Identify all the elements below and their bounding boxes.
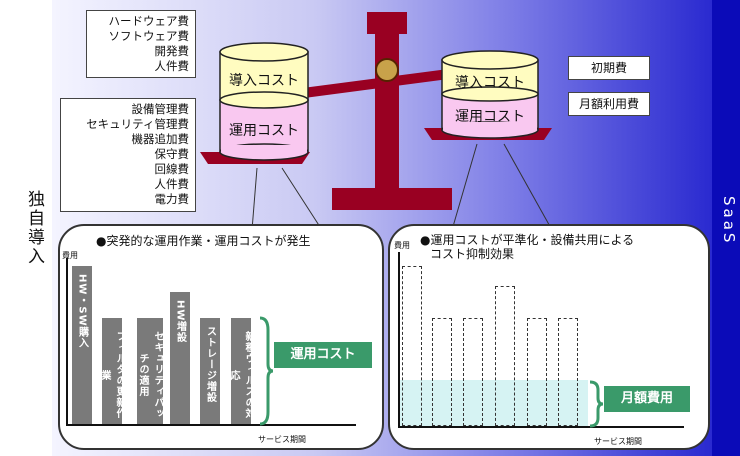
- initial-cost-item: 開発費: [154, 44, 190, 58]
- right-callout-line-b: [503, 143, 553, 231]
- monthly-cost-band: [400, 380, 588, 426]
- left-side-label: 独自導入: [24, 190, 44, 266]
- initial-cost-items-box: ハードウェア費 ソフトウェア費 開発費 人件費: [86, 10, 196, 78]
- right-callout-line-a: [451, 143, 478, 231]
- left-x-axis-label: サービス期間: [258, 435, 306, 444]
- scale-top: [367, 12, 407, 34]
- initial-cost-item: 人件費: [154, 59, 190, 73]
- left-cylinder: [219, 42, 309, 161]
- operating-cost-item: 人件費: [154, 177, 190, 191]
- operating-cost-item: 機器追加費: [131, 132, 190, 146]
- right-y-axis-label: 費用: [394, 241, 410, 250]
- operating-cost-item: 設備管理費: [131, 102, 190, 116]
- operating-cost-item: セキュリティ管理費: [86, 117, 189, 131]
- right-cylinder-bottom-label: 運用コスト: [455, 109, 525, 125]
- initial-cost-item: ソフトウェア費: [108, 29, 190, 43]
- left-bar-filter-update: フィルタの更新作業: [99, 318, 125, 424]
- operating-cost-items-box: 設備管理費 セキュリティ管理費 機器追加費 保守費 回線費 人件費 電力費: [60, 98, 196, 212]
- left-bar-hw-sw: HW・SW購入: [72, 266, 92, 424]
- left-tag-operating-cost: 運用コスト: [274, 342, 372, 368]
- right-side-label: SaaS: [720, 196, 738, 246]
- scale-base: [332, 188, 452, 210]
- left-bar-storage-expand: ストレージ増設: [200, 318, 220, 424]
- right-cylinder: [441, 50, 539, 139]
- right-y-axis: [398, 252, 400, 428]
- left-y-axis-label: 費用: [62, 251, 78, 260]
- scale-pillar: [375, 30, 399, 190]
- left-bar-hw-expand: HW増設: [170, 292, 190, 424]
- right-side-panel: [712, 0, 740, 456]
- left-bar-virus-response: 新種ウィルスの対応: [228, 318, 254, 424]
- right-dashed-bar: [432, 318, 452, 426]
- left-cylinder-bottom-label: 運用コスト: [229, 123, 299, 139]
- left-y-axis: [66, 258, 68, 426]
- initial-cost-item: ハードウェア費: [108, 14, 190, 28]
- right-dashed-bar: [527, 318, 547, 426]
- left-x-axis: [66, 424, 356, 426]
- left-callout-line-b: [281, 167, 323, 231]
- right-panel-title-line1: ●運用コストが平準化・設備共用による: [420, 233, 635, 247]
- operating-cost-item: 回線費: [154, 162, 190, 176]
- right-dashed-bar: [558, 318, 578, 426]
- right-bracket: [589, 380, 604, 428]
- right-x-axis-label: サービス期間: [594, 437, 642, 446]
- left-bracket: [259, 316, 274, 426]
- initial-fee-box: 初期費: [568, 56, 650, 80]
- left-cylinder-top-label: 導入コスト: [229, 73, 299, 89]
- left-bar-security-patch: セキュリティパッチの適用: [137, 318, 163, 424]
- monthly-fee-box: 月額利用費: [568, 92, 650, 116]
- balance-scale: [200, 12, 553, 231]
- right-panel-title-line2: コスト抑制効果: [430, 247, 515, 261]
- right-dashed-bar: [463, 318, 483, 426]
- operating-cost-item: 電力費: [154, 192, 190, 206]
- right-dashed-bar: [495, 286, 515, 426]
- right-x-axis: [398, 426, 684, 428]
- scale-pivot: [375, 58, 399, 82]
- operating-cost-item: 保守費: [154, 147, 190, 161]
- right-dashed-bar: [402, 266, 422, 426]
- left-callout-line-a: [251, 167, 258, 231]
- right-cylinder-top-label: 導入コスト: [455, 75, 525, 91]
- left-panel-title: ●突発的な運用作業・運用コストが発生: [96, 234, 311, 248]
- right-tag-monthly-cost: 月額費用: [604, 386, 690, 412]
